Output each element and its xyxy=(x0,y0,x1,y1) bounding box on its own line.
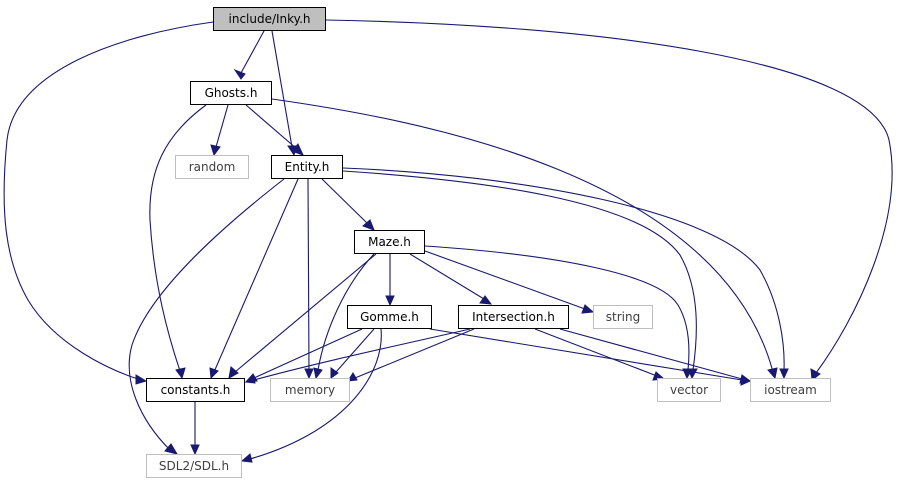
arrowhead-gomme-to-sdl xyxy=(240,453,253,463)
node-sdl: SDL2/SDL.h xyxy=(146,454,242,478)
arrowhead-intersection-to-iostream xyxy=(739,374,752,384)
arrowhead-maze-to-memory xyxy=(313,367,323,380)
edge-entity-to-memory xyxy=(307,178,310,371)
arrowhead-maze-to-string xyxy=(581,304,595,314)
node-maze[interactable]: Maze.h xyxy=(354,230,425,254)
edge-ghosts-to-constants xyxy=(149,104,207,372)
arrowhead-entity-to-maze xyxy=(362,219,375,231)
node-entity[interactable]: Entity.h xyxy=(271,155,343,179)
edge-ghosts-to-random xyxy=(215,104,229,148)
arrowhead-entity-to-iostream xyxy=(779,368,789,380)
edge-maze-to-intersection xyxy=(409,253,485,300)
node-inky[interactable]: include/Inky.h xyxy=(213,7,326,31)
node-string: string xyxy=(593,305,653,329)
arrowhead-entity-to-memory xyxy=(304,368,314,380)
arrowhead-ghosts-to-iostream xyxy=(767,367,778,380)
arrowhead-intersection-to-memory xyxy=(347,372,358,382)
edge-inky-to-constants xyxy=(3,21,214,380)
edge-intersection-to-constants xyxy=(253,328,471,381)
node-intersection[interactable]: Intersection.h xyxy=(458,305,569,329)
node-memory: memory xyxy=(270,378,350,402)
edge-maze-to-memory xyxy=(317,253,375,371)
node-iostream: iostream xyxy=(750,378,831,402)
edge-ghosts-to-entity xyxy=(245,104,298,150)
arrowhead-maze-to-intersection xyxy=(479,295,493,305)
arrowhead-gomme-to-memory xyxy=(330,367,339,379)
node-random: random xyxy=(175,155,249,179)
edge-maze-to-constants xyxy=(234,253,377,373)
node-gomme[interactable]: Gomme.h xyxy=(347,305,432,329)
node-constants[interactable]: constants.h xyxy=(146,378,245,402)
edge-gomme-to-sdl xyxy=(249,328,382,460)
edge-inky-to-entity xyxy=(271,30,293,148)
node-ghosts[interactable]: Ghosts.h xyxy=(190,81,272,105)
edge-intersection-to-iostream xyxy=(559,328,743,380)
edge-entity-to-sdl xyxy=(128,178,285,451)
edge-gomme-to-memory xyxy=(335,328,375,373)
arrowhead-entity-to-sdl xyxy=(164,443,179,455)
edge-entity-to-vector xyxy=(342,170,697,371)
edge-ghosts-to-iostream xyxy=(271,98,774,373)
edge-inky-to-iostream xyxy=(325,19,893,374)
arrowhead-inky-to-constants xyxy=(135,374,148,385)
arrowhead-inky-to-iostream xyxy=(810,368,821,381)
edge-entity-to-constants xyxy=(213,178,299,373)
edge-maze-to-vector xyxy=(424,245,690,371)
arrowhead-intersection-to-constants xyxy=(244,374,256,384)
arrowhead-ghosts-to-random xyxy=(210,144,221,157)
arrowhead-maze-to-constants xyxy=(228,366,239,379)
edge-entity-to-maze xyxy=(321,178,369,225)
arrowhead-ghosts-to-entity xyxy=(291,143,304,156)
arrowhead-maze-to-gomme xyxy=(385,295,395,307)
edge-inky-to-ghosts xyxy=(240,30,265,74)
node-vector: vector xyxy=(657,378,721,402)
arrowhead-entity-to-constants xyxy=(209,367,219,380)
arrowhead-constants-to-sdl xyxy=(190,444,200,456)
edge-maze-to-string xyxy=(424,250,586,310)
edge-gomme-to-iostream xyxy=(429,328,743,381)
edge-gomme-to-constants xyxy=(253,328,363,379)
edge-intersection-to-vector xyxy=(534,328,658,377)
arrowhead-ghosts-to-constants xyxy=(175,367,186,380)
arrowhead-inky-to-ghosts xyxy=(233,68,246,80)
edge-entity-to-iostream xyxy=(342,167,785,371)
edge-intersection-to-memory xyxy=(354,328,475,379)
